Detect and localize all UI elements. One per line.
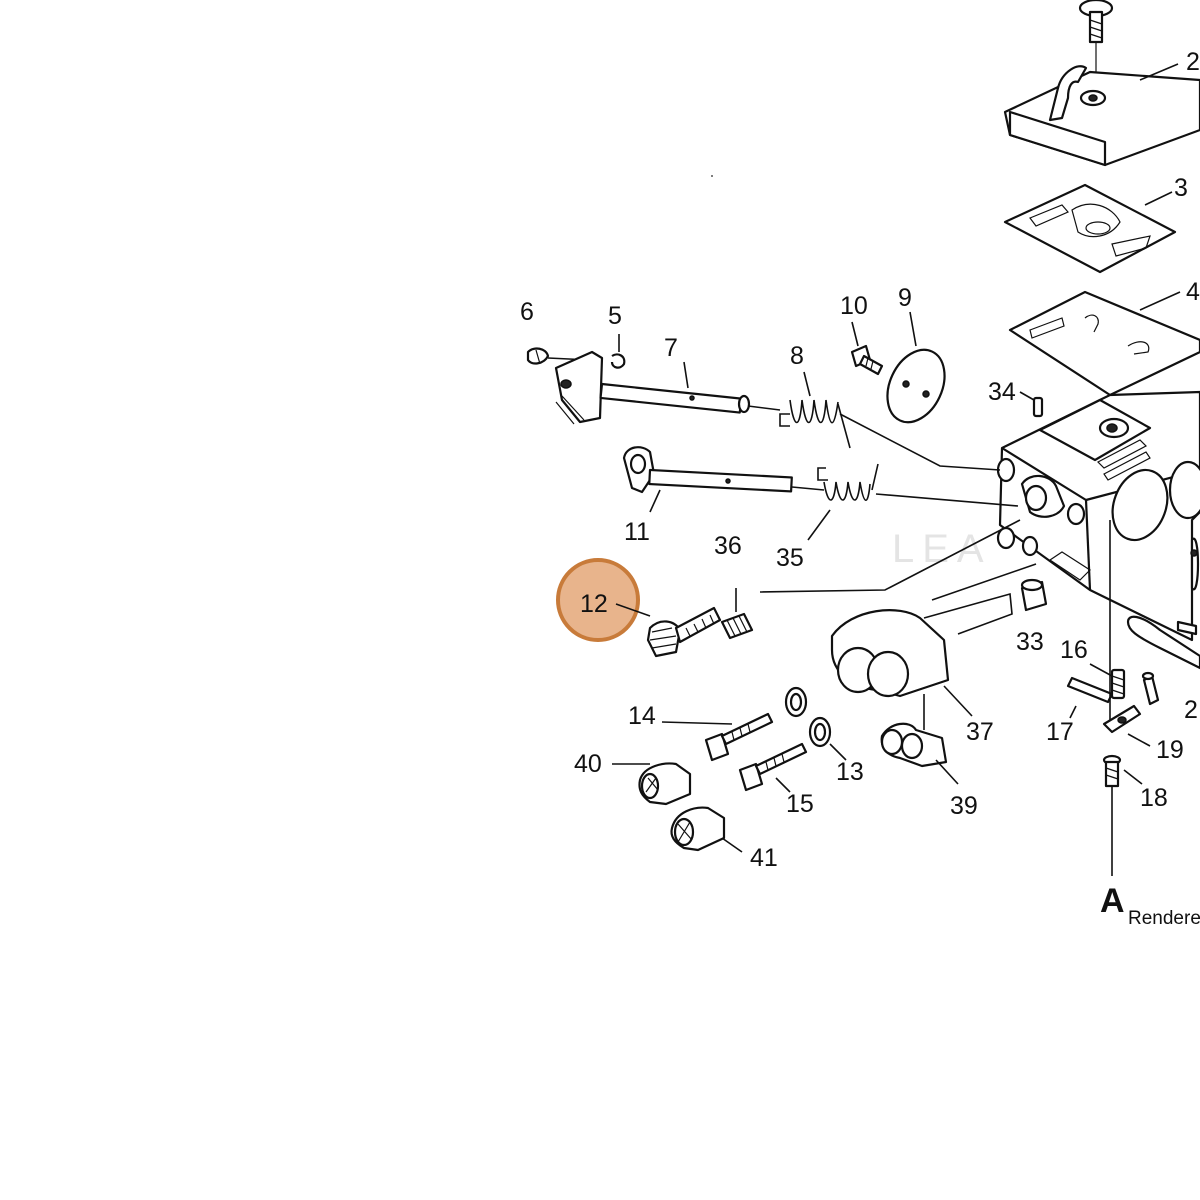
part-spring-7 xyxy=(747,399,851,449)
callout-37: 35 xyxy=(776,544,804,572)
part-carburetor-body xyxy=(996,390,1200,642)
callout-40: 40 xyxy=(574,750,602,778)
part-cap-40 xyxy=(638,762,692,806)
part-pin-34 xyxy=(1032,396,1044,418)
part-gasket-3 xyxy=(1003,183,1177,274)
part-throttle-disc-5 xyxy=(886,348,946,424)
callout-17: 17 xyxy=(1046,718,1074,746)
part-clip-9 xyxy=(610,353,626,369)
part-choke-shaft-8 xyxy=(554,350,751,425)
callout-15: 15 xyxy=(786,790,814,818)
callout-10: 6 xyxy=(520,298,534,326)
callout-12: 12 xyxy=(580,590,608,618)
callout-3: 3 xyxy=(1174,174,1188,202)
part-sleeves-36 xyxy=(880,694,948,768)
part-cap-41 xyxy=(670,806,726,852)
callout-19: 19 xyxy=(1156,736,1184,764)
part-inlet-needle xyxy=(1141,671,1160,706)
callout-8: 7 xyxy=(664,334,678,362)
footer-caption: Renderec xyxy=(1128,908,1200,929)
part-pump-cover xyxy=(1003,65,1200,167)
part-washers-13 xyxy=(784,686,832,748)
callout-13: 13 xyxy=(836,758,864,786)
callout-5: 9 xyxy=(898,284,912,312)
watermark-text: LEA xyxy=(892,527,992,571)
callout-39: 36 xyxy=(714,532,742,560)
callout-33: 33 xyxy=(1016,628,1044,656)
part-cap-33 xyxy=(1020,578,1048,612)
callout-6: 10 xyxy=(840,292,868,320)
callout-11: 11 xyxy=(624,518,650,546)
part-needle-15 xyxy=(738,742,808,792)
part-lever-10 xyxy=(526,347,550,365)
callout-36: 39 xyxy=(950,792,978,820)
callout-16: 16 xyxy=(1060,636,1088,664)
callout-9: 5 xyxy=(608,302,622,330)
part-screw-6 xyxy=(850,344,884,376)
callout-18: 18 xyxy=(1140,784,1168,812)
callout-7: 8 xyxy=(790,342,804,370)
part-throttle-shaft-11 xyxy=(622,446,793,494)
callout-35: 37 xyxy=(966,718,994,746)
callout-14: 14 xyxy=(628,702,656,730)
callout-4: 4 xyxy=(1186,278,1200,306)
part-pin-17 xyxy=(1066,676,1114,704)
part-spring-39 xyxy=(720,612,754,640)
part-spring-37 xyxy=(791,463,879,502)
part-lever-19 xyxy=(1102,704,1142,734)
callout-2: 2 xyxy=(1186,48,1200,76)
part-screw-18 xyxy=(1102,754,1122,788)
callout-2-lower: 2 xyxy=(1184,696,1198,724)
highlight-marker-12 xyxy=(556,558,640,642)
part-gasket-4 xyxy=(1008,290,1200,397)
part-needle-14 xyxy=(704,712,774,762)
callout-41: 41 xyxy=(750,844,778,872)
part-spring-16 xyxy=(1110,668,1126,700)
part-screw-top xyxy=(1078,0,1114,80)
part-gasket-right xyxy=(1126,615,1200,670)
part-needle-12 xyxy=(646,606,722,658)
part-manifold-35 xyxy=(830,563,1037,698)
callout-34: 34 xyxy=(988,378,1016,406)
footer-letter: A xyxy=(1100,882,1125,920)
